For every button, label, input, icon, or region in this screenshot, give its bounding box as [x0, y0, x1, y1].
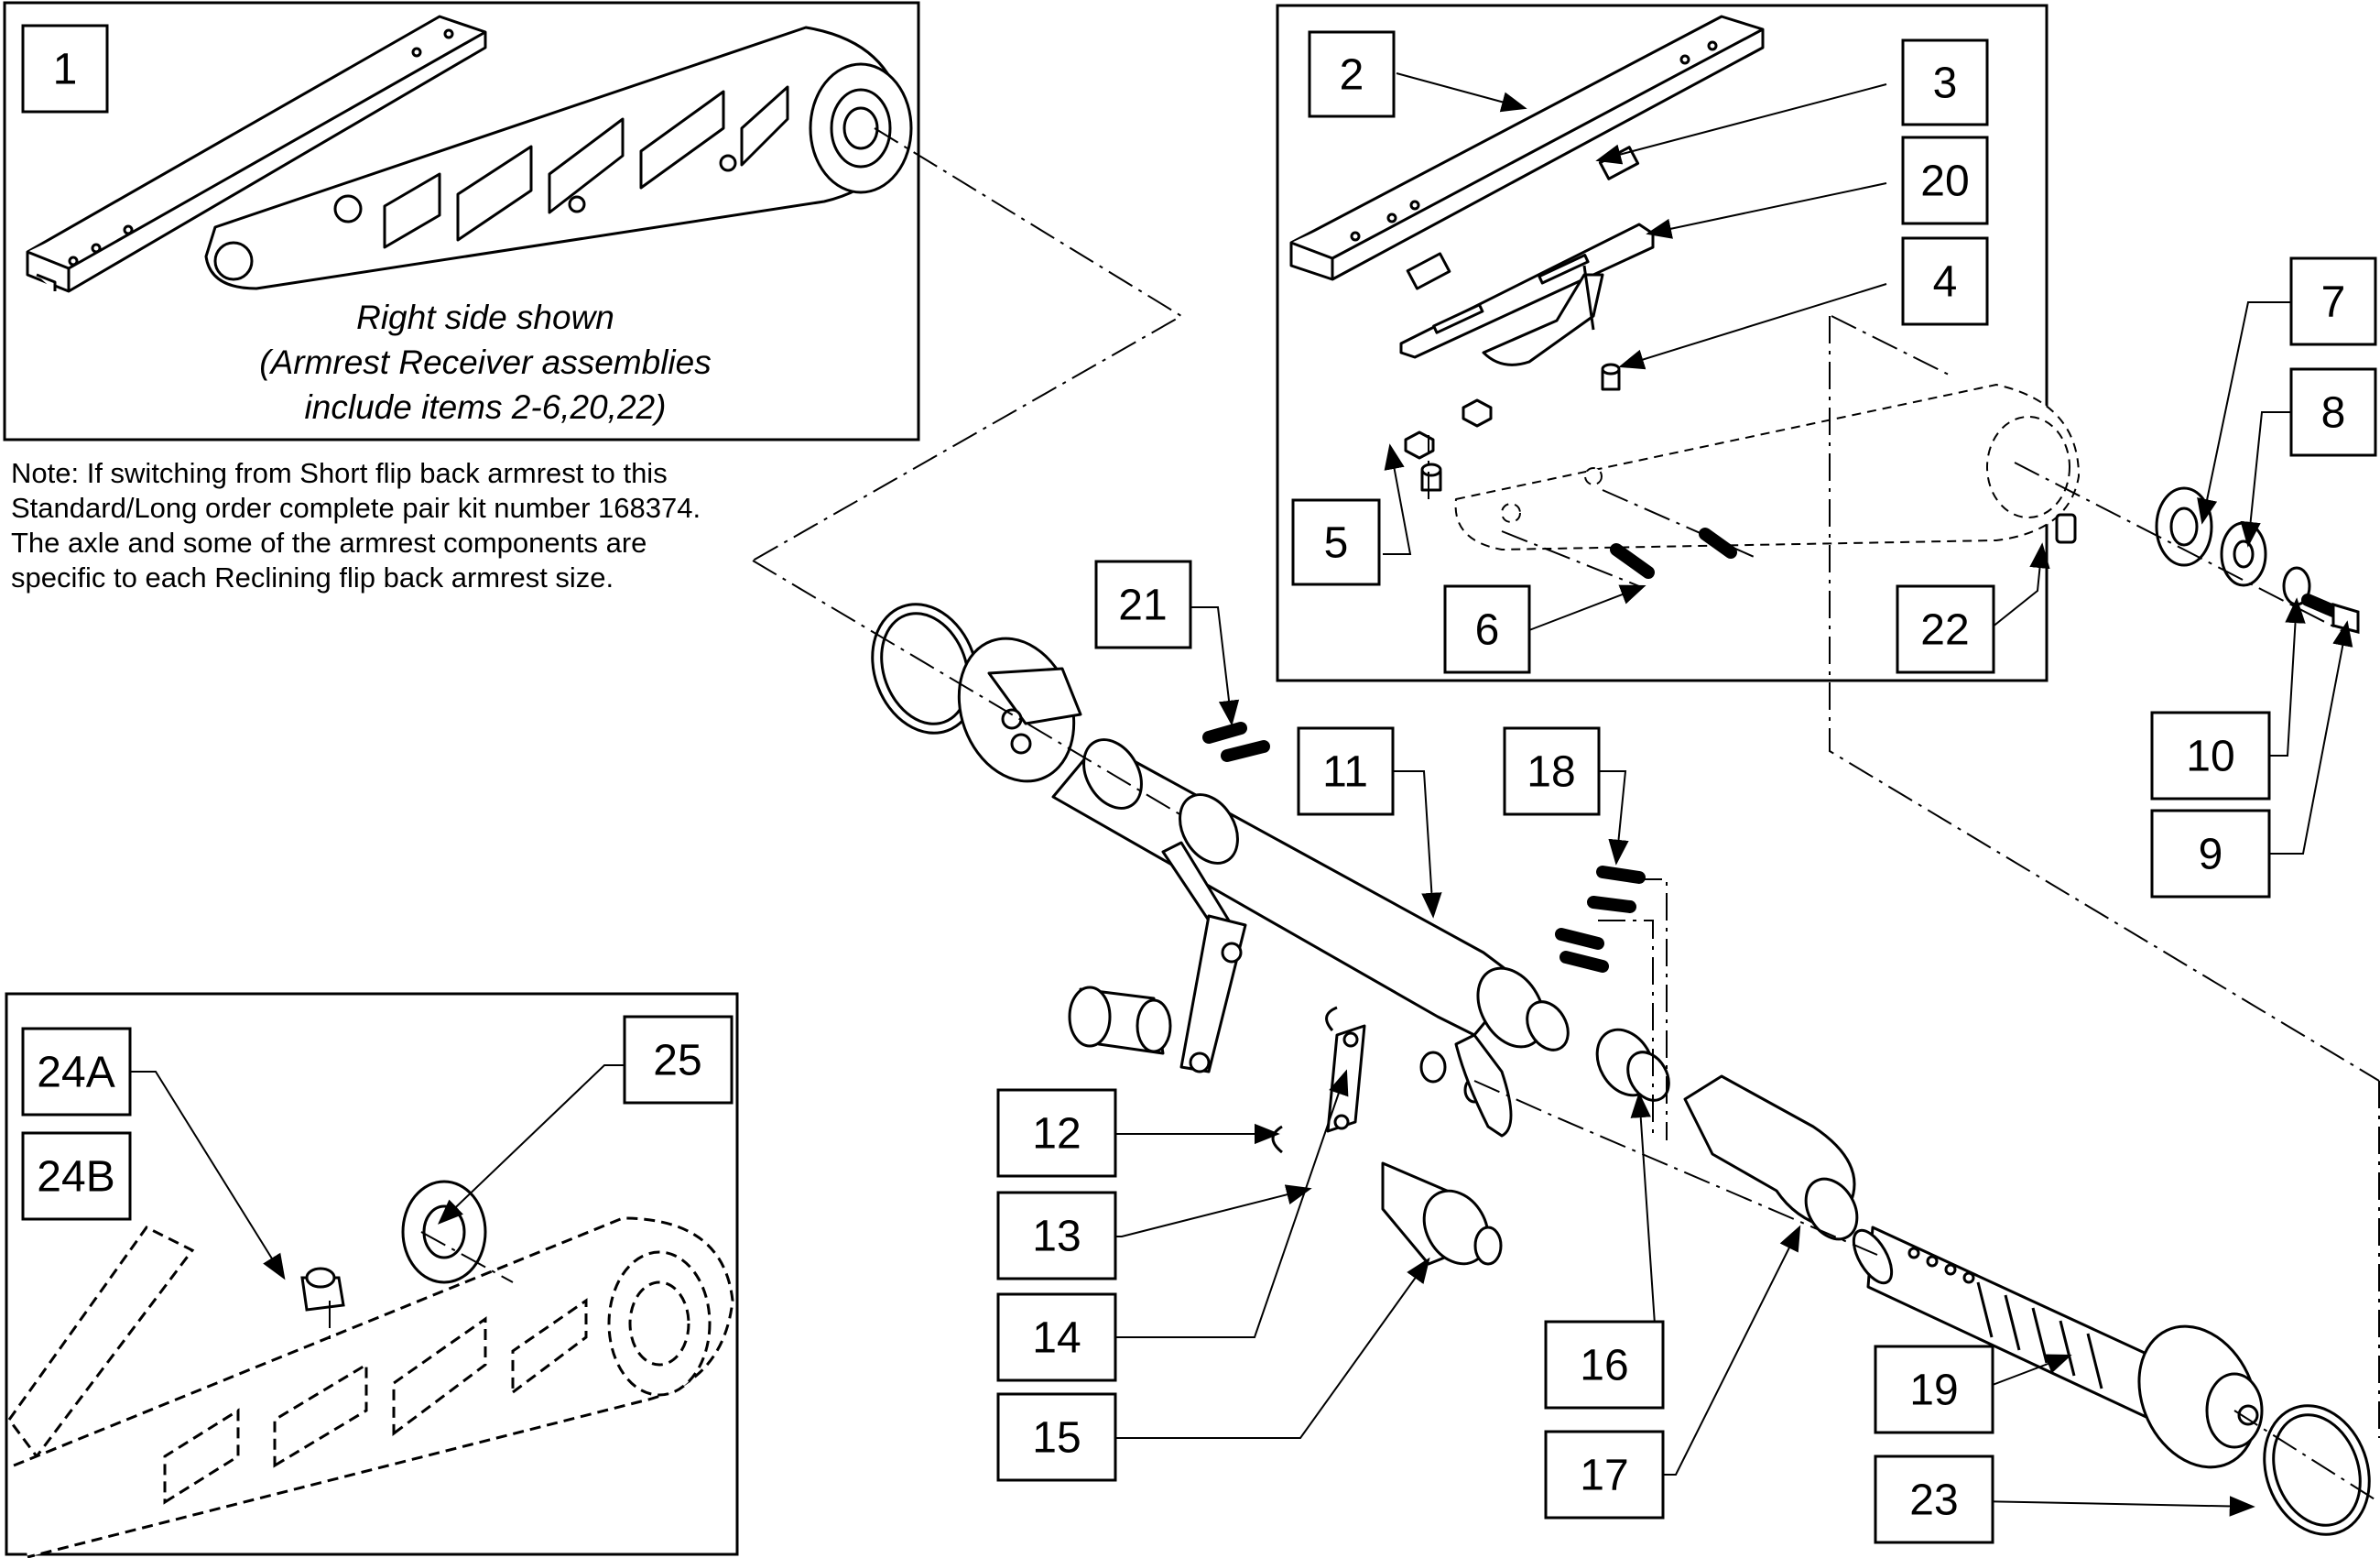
hardware-7-8-9-10	[2155, 486, 2360, 634]
inset-1-caption-line: (Armrest Receiver assemblies	[259, 343, 712, 381]
callout-6-box	[1443, 584, 1531, 674]
callout-19: 19	[1909, 1367, 1958, 1415]
callout-9: 9	[2199, 831, 2223, 879]
inset-3-frame	[5, 992, 739, 1556]
callout-19-box	[1874, 1345, 1994, 1434]
callout-12-box	[996, 1088, 1117, 1178]
callout-23-box	[1874, 1454, 1994, 1544]
callout-4-box	[1901, 236, 1989, 326]
callout-8-box	[2289, 367, 2377, 457]
callout-2-box	[1308, 30, 1396, 118]
callout-7: 7	[2321, 278, 2346, 327]
callout-24A: 24A	[37, 1049, 114, 1097]
callout-13-box	[996, 1191, 1117, 1280]
callout-21-box	[1094, 560, 1192, 649]
callout-24A-box	[21, 1027, 132, 1117]
callout-1: 1	[53, 46, 78, 94]
inset-1-caption: Right side shown (Armrest Receiver assem…	[229, 295, 742, 430]
callout-3: 3	[1933, 60, 1958, 108]
note-line: specific to each Reclining flip back arm…	[11, 561, 614, 594]
inset-3-armrest-drawing	[7, 1216, 734, 1558]
callout-17-box	[1544, 1430, 1665, 1520]
note-text: Note: If switching from Short flip back …	[11, 456, 762, 595]
callout-11: 11	[1322, 748, 1368, 797]
callout-8: 8	[2321, 389, 2346, 438]
callout-5-box	[1291, 498, 1381, 586]
inset-1-frame	[3, 1, 920, 441]
callout-20-box	[1901, 136, 1989, 225]
callout-22-box	[1896, 584, 1995, 674]
callout-boxes	[21, 24, 2377, 1544]
callout-12: 12	[1032, 1110, 1081, 1159]
callout-9-box	[2150, 809, 2271, 899]
callout-14-box	[996, 1292, 1117, 1382]
callout-15: 15	[1032, 1414, 1081, 1463]
callout-17: 17	[1580, 1452, 1628, 1500]
callout-18: 18	[1527, 748, 1575, 797]
callout-25: 25	[653, 1037, 701, 1085]
callout-6: 6	[1475, 606, 1500, 655]
callout-4: 4	[1933, 258, 1958, 307]
callout-14: 14	[1032, 1314, 1081, 1363]
callout-7-box	[2289, 256, 2377, 346]
callout-15-box	[996, 1392, 1117, 1482]
callout-16-box	[1544, 1320, 1665, 1410]
callout-1-box	[21, 24, 109, 114]
inset-2-receiver-drawing	[1289, 15, 2080, 579]
callout-10-box	[2150, 711, 2271, 801]
callout-11-box	[1297, 726, 1395, 816]
note-line: The axle and some of the armrest compone…	[11, 527, 647, 559]
inset-1-armrest-drawing	[26, 15, 913, 293]
callout-2: 2	[1340, 51, 1364, 100]
callout-25-box	[623, 1015, 734, 1105]
callout-20: 20	[1920, 158, 1969, 206]
inset-1-caption-line: include items 2-6,20,22)	[304, 388, 667, 426]
callout-10: 10	[2186, 733, 2234, 781]
note-line: Note: If switching from Short flip back …	[11, 457, 668, 489]
callout-23: 23	[1909, 1476, 1958, 1525]
axle-assembly-drawing	[871, 603, 2371, 1536]
callout-13: 13	[1032, 1213, 1081, 1261]
inset-1-caption-line: Right side shown	[356, 299, 614, 336]
callout-18-box	[1503, 726, 1601, 816]
callout-16: 16	[1580, 1342, 1628, 1390]
callout-5: 5	[1324, 519, 1349, 568]
inset-2-frame	[1276, 4, 2049, 682]
callout-24B-box	[21, 1131, 132, 1221]
callout-24B: 24B	[37, 1153, 114, 1202]
center-lines	[329, 127, 2380, 1503]
callout-22: 22	[1920, 606, 1969, 655]
callout-21: 21	[1118, 582, 1167, 630]
note-line: Standard/Long order complete pair kit nu…	[11, 492, 701, 524]
callout-3-box	[1901, 38, 1989, 126]
